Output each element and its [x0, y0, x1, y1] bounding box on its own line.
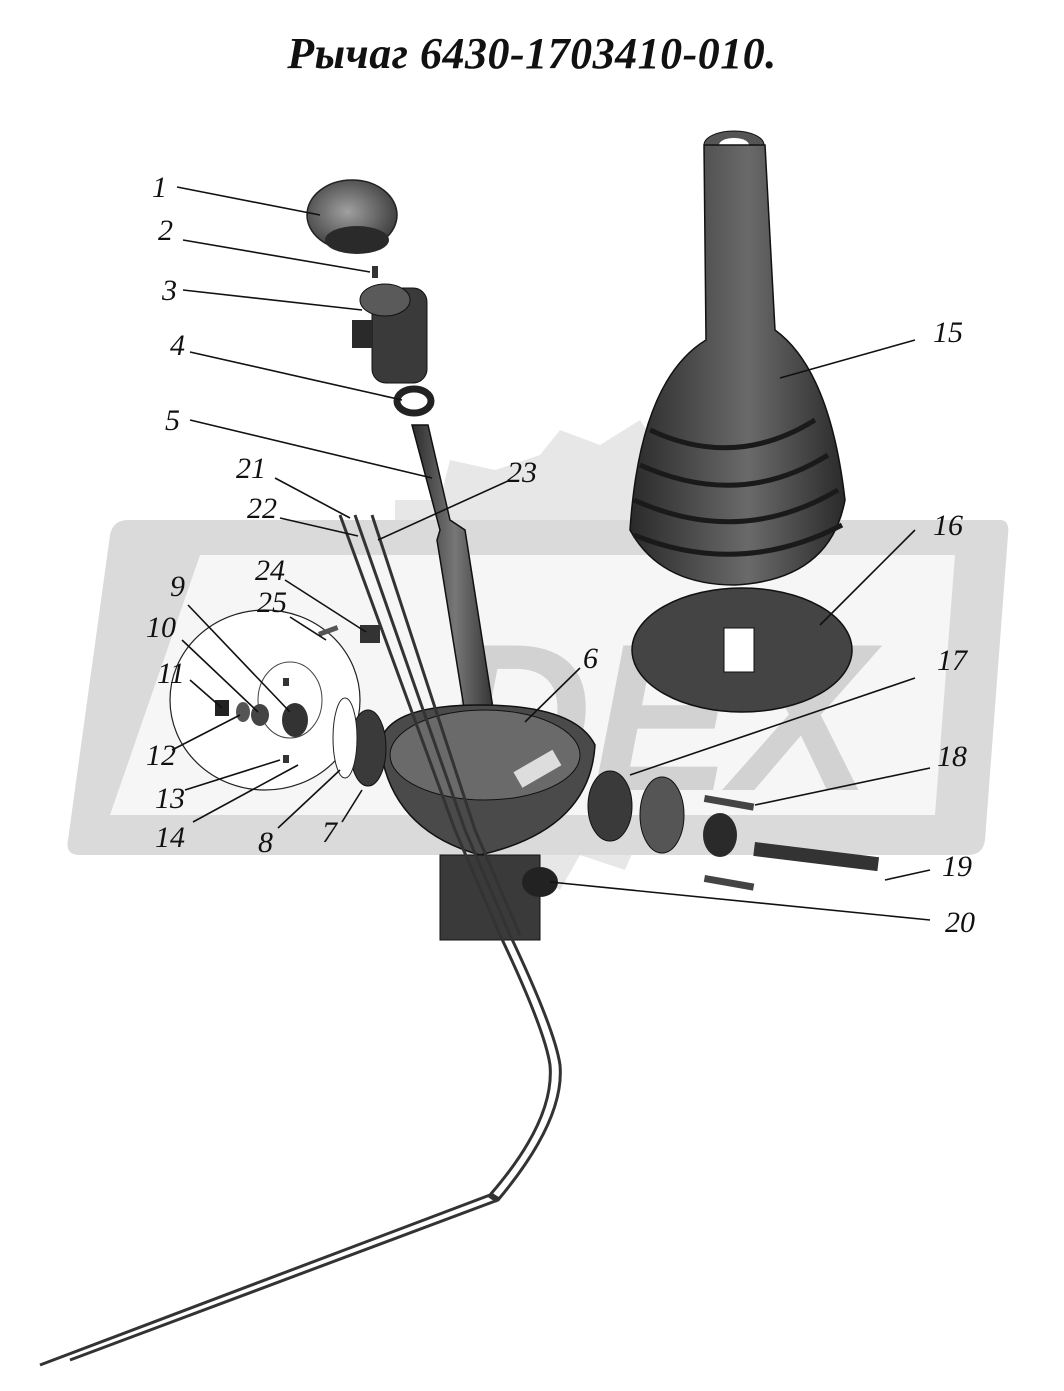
callout-17: 17	[937, 644, 969, 677]
boot-part	[629, 130, 846, 586]
callout-18: 18	[937, 740, 967, 773]
callout-22: 22	[247, 492, 277, 525]
callout-2: 2	[158, 214, 173, 247]
callout-19: 19	[942, 850, 972, 883]
callout-23: 23	[507, 456, 537, 489]
callout-25: 25	[257, 586, 287, 619]
bushing-part	[332, 697, 387, 787]
seal-plate-part	[631, 587, 853, 713]
callout-14: 14	[155, 821, 185, 854]
callout-1: 1	[152, 171, 167, 204]
knob-holder-part	[352, 283, 428, 384]
callout-6: 6	[583, 642, 598, 675]
clamp-parts	[318, 625, 380, 643]
ring-part	[393, 385, 435, 417]
callout-20: 20	[945, 906, 975, 939]
callout-15: 15	[933, 316, 963, 349]
callout-5: 5	[165, 404, 180, 437]
callout-11: 11	[157, 657, 185, 690]
callout-8: 8	[258, 826, 273, 859]
callout-21: 21	[236, 452, 266, 485]
leader-lines	[171, 186, 931, 921]
diagram-title: Рычаг 6430-1703410-010.	[287, 29, 777, 78]
pin-part	[372, 266, 378, 278]
callout-24: 24	[255, 554, 285, 587]
callout-9: 9	[170, 570, 185, 603]
detail-circle	[169, 609, 361, 791]
callout-numbers: 1 2 3 4 5 6 7 8 9 10 11 12 13 14 15 16 1…	[146, 171, 975, 939]
callout-16: 16	[933, 509, 963, 542]
wires-and-rod	[39, 514, 562, 1367]
small-parts	[215, 678, 308, 763]
callout-12: 12	[146, 739, 176, 772]
callout-3: 3	[161, 274, 177, 307]
callout-4: 4	[170, 329, 185, 362]
callout-10: 10	[146, 611, 176, 644]
right-parts	[522, 770, 880, 897]
callout-13: 13	[155, 782, 185, 815]
callout-7: 7	[322, 816, 339, 849]
knob-part	[306, 179, 398, 254]
